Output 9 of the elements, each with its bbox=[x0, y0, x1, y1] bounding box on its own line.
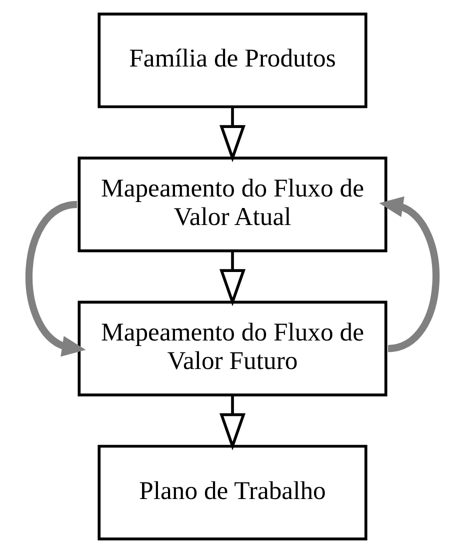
arrow bbox=[219, 250, 245, 306]
arrow bbox=[219, 106, 245, 162]
node-box: Plano de Trabalho bbox=[97, 444, 367, 540]
arrow bbox=[378, 196, 439, 352]
node-box: Mapeamento do Fluxo de Valor Atual bbox=[77, 156, 387, 252]
node-box: Mapeamento do Fluxo de Valor Futuro bbox=[77, 300, 387, 396]
arrow bbox=[25, 200, 86, 357]
arrow bbox=[219, 395, 245, 450]
node-box: Família de Produtos bbox=[97, 12, 367, 108]
